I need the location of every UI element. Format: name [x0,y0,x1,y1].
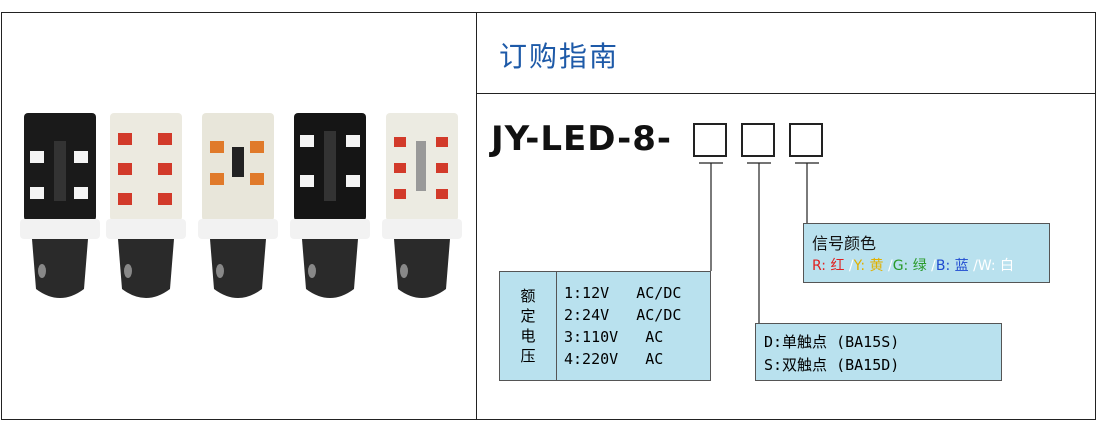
contact-option: S:双触点 (BA15D) [764,356,900,374]
product-photo [2,13,476,419]
color-separator: / [931,258,936,274]
voltage-option: 2:24V AC/DC [564,306,682,324]
voltage-box: 额 定 电 压 1:12V AC/DC 2:24V AC/DC 3:110V A… [499,271,711,381]
guide-title: 订购指南 [499,40,620,73]
model-prefix: JY-LED-8- [491,119,673,159]
color-code: B: [935,258,951,274]
contact-code-slot [741,123,775,157]
color-code-slot [789,123,823,157]
color-options: R: 红 /Y: 黄 /G: 绿 /B: 蓝 /W: 白 [812,255,1014,275]
color-name: 蓝 [950,258,974,274]
led-bulb-image-4 [290,113,370,298]
contact-option: D:单触点 (BA15S) [764,333,900,351]
color-code: W: [977,258,996,274]
voltage-label-char: 定 [520,307,536,325]
voltage-label-char: 压 [520,347,536,365]
color-separator: / [887,258,893,274]
voltage-option: 4:220V AC [564,350,664,368]
voltage-option: 3:110V AC [564,328,664,346]
connector-lines [699,162,819,323]
voltage-code-slot [693,123,727,157]
color-box: 信号颜色 R: 红 /Y: 黄 /G: 绿 /B: 蓝 /W: 白 [803,223,1050,283]
column-divider [476,13,477,419]
page-frame: 订购指南 JY-LED-8- 额 定 电 压 1:12V AC/DC 2:24V… [1,12,1096,420]
voltage-options: 1:12V AC/DC 2:24V AC/DC 3:110V AC 4:220V… [564,282,681,370]
voltage-option: 1:12V AC/DC [564,284,682,302]
color-name: 黄 [865,258,888,274]
led-bulb-image-5 [382,113,462,298]
color-name: 红 [826,258,849,274]
voltage-label-char: 电 [520,327,536,345]
contact-box: D:单触点 (BA15S) S:双触点 (BA15D) [755,323,1002,381]
color-name: 白 [995,258,1015,274]
title-divider [477,93,1095,94]
voltage-label: 额 定 电 压 [500,272,557,380]
color-code: Y: [853,258,866,274]
voltage-label-char: 额 [520,287,536,305]
color-code: G: [892,258,909,274]
led-bulb-image-1 [20,113,100,298]
color-separator: / [973,258,978,274]
color-title: 信号颜色 [812,234,877,253]
color-code: R: [812,258,827,274]
color-separator: / [848,258,854,274]
led-bulb-image-3 [198,113,278,298]
color-name: 绿 [908,258,932,274]
ordering-guide: 订购指南 JY-LED-8- 额 定 电 压 1:12V AC/DC 2:24V… [477,13,1095,419]
led-bulb-image-2 [106,113,186,298]
